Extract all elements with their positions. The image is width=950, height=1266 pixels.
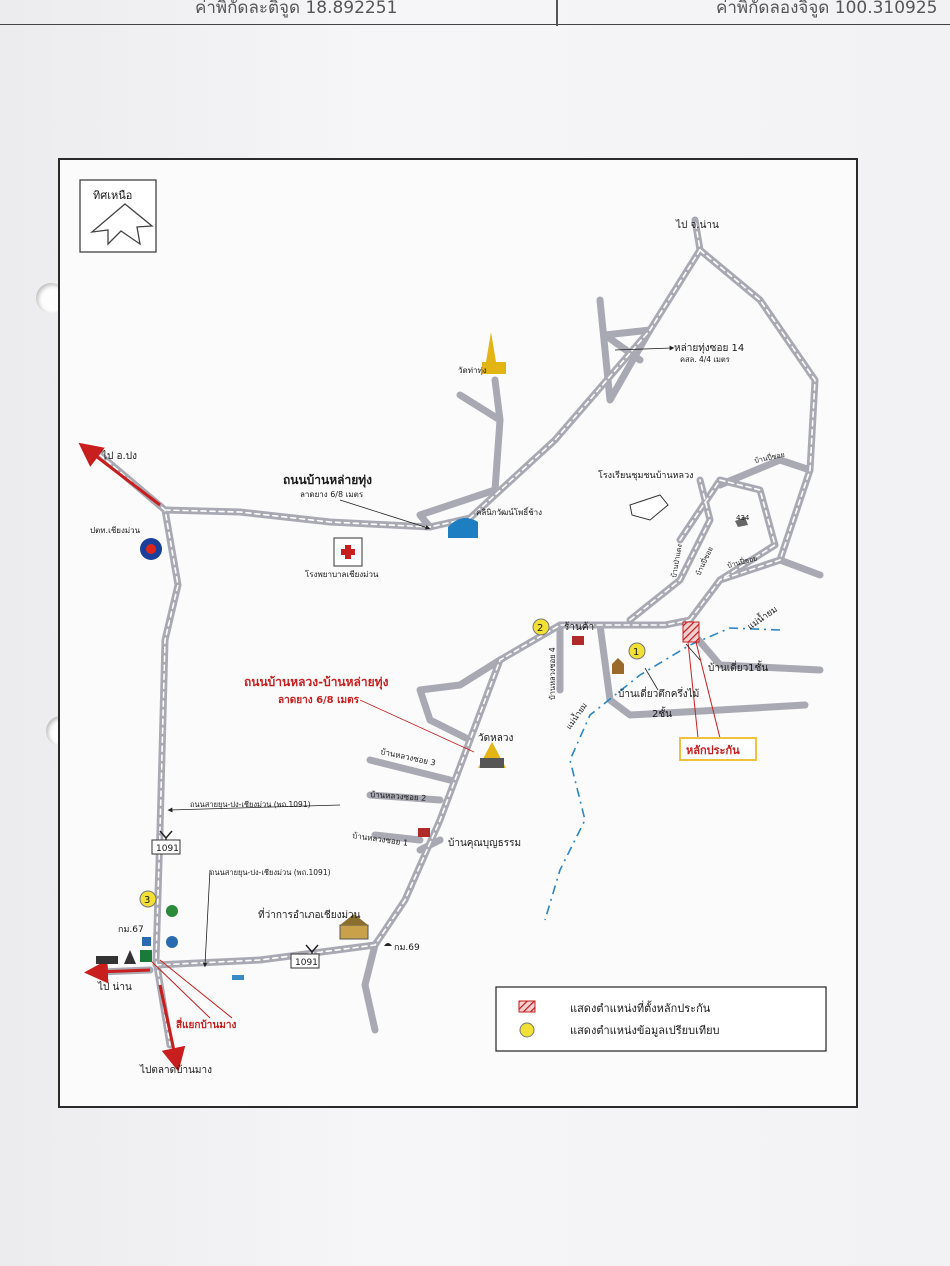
svg-text:2: 2 (537, 623, 543, 634)
label-river: แม่น้ำยม (744, 602, 779, 632)
label-soi2: บ้านหลวงซอย 2 (370, 790, 427, 803)
monument-icon (124, 950, 136, 964)
map-labels: ไป จ.น่าน ไป อ.ปง วัดท่าทุ่ง หล่ายทุ่งซอ… (90, 219, 785, 1076)
svg-text:3: 3 (144, 895, 150, 906)
route-number-a: 1091 (156, 844, 179, 854)
compass-label: ทิศเหนือ (93, 189, 132, 202)
legend-compare: แสดงตำแหน่งข้อมูลเปรียบเทียบ (570, 1024, 720, 1037)
label-to-nan-province: ไป จ.น่าน (675, 219, 719, 231)
marker-3 (139, 890, 157, 908)
label-km69: กม.69 (394, 943, 420, 953)
route-number-boxes: 1091 1091 (151, 839, 320, 969)
label-soi14: หล่ายทุ่งซอย 14 (674, 343, 744, 354)
school-building-icon (629, 494, 669, 521)
marker-2 (532, 618, 550, 636)
label-road-red-sub: ลาดยาง 6/8 เมตร (278, 695, 360, 706)
house-small-icon (612, 658, 624, 674)
house-icon (418, 828, 430, 837)
legend-collateral-swatch (518, 1000, 536, 1013)
label-shop: ร้านค้า (564, 621, 594, 633)
store-icon (140, 950, 152, 962)
collateral-plot (682, 621, 700, 643)
road-network (96, 216, 824, 1049)
elevation-icon (735, 517, 748, 527)
label-road-1091-b: ถนนสายยุน-ปง-เชียงม่วน (พถ.1091) (210, 868, 331, 877)
label-soi14-sub: คสล. 4/4 เมตร (680, 355, 730, 364)
label-to-nan: ไป น่าน (97, 981, 132, 993)
label-main-road: ถนนบ้านหล่ายทุ่ง (283, 473, 372, 488)
label-house-two: บ้านเดี่ยวตึกครึ่งไม้ (618, 686, 699, 700)
label-district-office: ที่ว่าการอำเภอเชียงม่วน (258, 907, 361, 921)
clinic-building-icon (448, 518, 478, 538)
north-compass: ทิศเหนือ (79, 179, 157, 253)
svg-text:1: 1 (633, 647, 639, 658)
label-river-2: แม่น้ำยม (563, 700, 589, 731)
label-to-market: ไปตลาดบ้านมาง (139, 1064, 212, 1076)
label-school: โรงเรียนชุมชนบ้านหลวง (598, 470, 694, 481)
label-ptt: ปตท.เชียงม่วน (90, 526, 141, 535)
route-number-b: 1091 (295, 958, 318, 968)
label-km67: กม.67 (118, 925, 144, 935)
shop-icon (572, 636, 584, 645)
route-arrows (78, 442, 233, 1072)
north-arrow-icon (89, 203, 154, 246)
bridge-icon (232, 975, 244, 980)
label-elevation: 434 (736, 514, 750, 522)
marker-1 (628, 642, 646, 660)
bank-icon (166, 905, 178, 917)
label-wat-luang: วัดหลวง (478, 733, 513, 744)
label-main-road-sub: ลาดยาง 6/8 เมตร (300, 490, 364, 499)
bus-icon (96, 956, 118, 964)
map-frame (58, 158, 858, 1108)
stupa-icon (486, 332, 496, 362)
label-intersection: สี่แยกบ้านมาง (176, 1017, 236, 1031)
label-clinic: คลินิกวัฒน์โพธิ์ช้าง (476, 506, 542, 517)
label-ban-khun: บ้านคุณบุญธรรม (448, 837, 521, 849)
header-table: ค่าพิกัดละติจูด 18.892251 ค่าพิกัดลองจิจ… (0, 0, 950, 26)
river-line (544, 627, 781, 921)
label-collateral: หลักประกัน (686, 744, 740, 757)
legend-collateral: แสดงตำแหน่งที่ตั้งหลักประกัน (570, 1000, 711, 1015)
hospital-icon (333, 537, 363, 567)
collateral-label-box: หลักประกัน (679, 737, 757, 761)
label-house-single: บ้านเดี่ยว1ชั้น (708, 660, 768, 674)
temple-icon (478, 742, 506, 768)
label-hospital: โรงพยาบาลเชียงม่วน (305, 569, 379, 579)
landmark-icons (96, 332, 748, 980)
bank2-icon (166, 936, 178, 948)
longitude-text: ค่าพิกัดลองจิจูด 100.310925 (716, 0, 938, 18)
km-post-icon (384, 943, 392, 946)
label-road-1091-a: ถนนสายยุน-ปง-เชียงม่วน (พถ.1091) (190, 800, 311, 809)
legend: แสดงตำแหน่งที่ตั้งหลักประกัน แสดงตำแหน่ง… (495, 986, 827, 1052)
label-soi4: บ้านหลวงซอย 4 (548, 647, 557, 700)
label-wat-tha-thung: วัดท่าทุ่ง (458, 366, 487, 375)
label-road-red: ถนนบ้านหลวง-บ้านหล่ายทุ่ง (244, 675, 389, 690)
legend-compare-swatch (519, 1022, 535, 1038)
comparison-markers: 1 2 3 (139, 618, 646, 908)
latitude-text: ค่าพิกัดละติจูด 18.892251 (195, 0, 398, 18)
district-office-icon (339, 914, 369, 940)
police-icon (142, 937, 151, 946)
label-to-pong: ไป อ.ปง (101, 450, 137, 462)
ptt-station-icon (140, 538, 162, 560)
label-house-two-sub: 2ชั้น (652, 706, 672, 720)
